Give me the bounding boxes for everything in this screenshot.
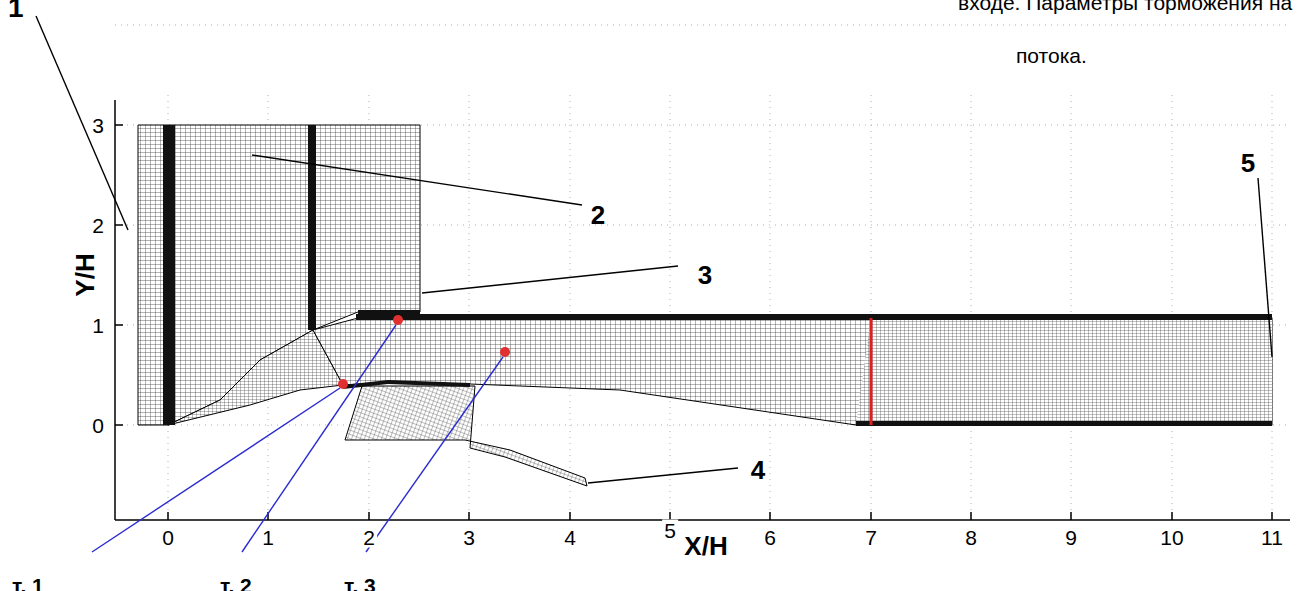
probe-label: т. 3 (342, 575, 378, 591)
axis-tick: 8 (963, 527, 979, 548)
axes (115, 100, 1290, 520)
axis-tick: 4 (562, 527, 578, 548)
section-line (870, 318, 873, 425)
leader-lines (36, 16, 1272, 483)
callout-number: 1 (8, 0, 24, 22)
callout-number: 3 (698, 262, 712, 288)
axis-tick: 5 (662, 520, 678, 541)
axis-tick: 1 (260, 527, 276, 548)
header-text: входе. Параметры торможения на (958, 0, 1292, 13)
probe-label: т. 1 (10, 575, 46, 591)
callout-number: 2 (591, 202, 605, 228)
axis-tick: 7 (863, 527, 879, 548)
axis-tick: 3 (90, 115, 106, 136)
axis-tick: 0 (160, 527, 176, 548)
axis-title: Y/H (72, 251, 98, 298)
probe-leaders (92, 325, 503, 552)
mesh-dense-bands (163, 125, 1272, 426)
axis-tick: 2 (90, 215, 106, 236)
probe-label: т. 2 (218, 575, 254, 591)
axis-tick: 1 (90, 315, 106, 336)
axis-tick: 11 (1259, 527, 1285, 548)
callout-number: 5 (1241, 150, 1255, 176)
channel-outlet-mesh (856, 318, 1272, 425)
axis-tick: 10 (1158, 527, 1185, 548)
axis-tick: 9 (1063, 527, 1079, 548)
header-text: потока. (1016, 45, 1087, 66)
bleed-mesh (345, 386, 587, 486)
axis-title: X/H (682, 533, 729, 559)
axis-tick: 0 (90, 415, 106, 436)
axis-tick: 2 (361, 527, 377, 548)
ramp-mesh (168, 330, 343, 425)
axis-tick: 3 (461, 527, 477, 548)
grid-lines (115, 25, 1290, 520)
callout-number: 4 (751, 457, 765, 483)
probe-points (338, 315, 510, 389)
axis-tick: 6 (762, 527, 778, 548)
